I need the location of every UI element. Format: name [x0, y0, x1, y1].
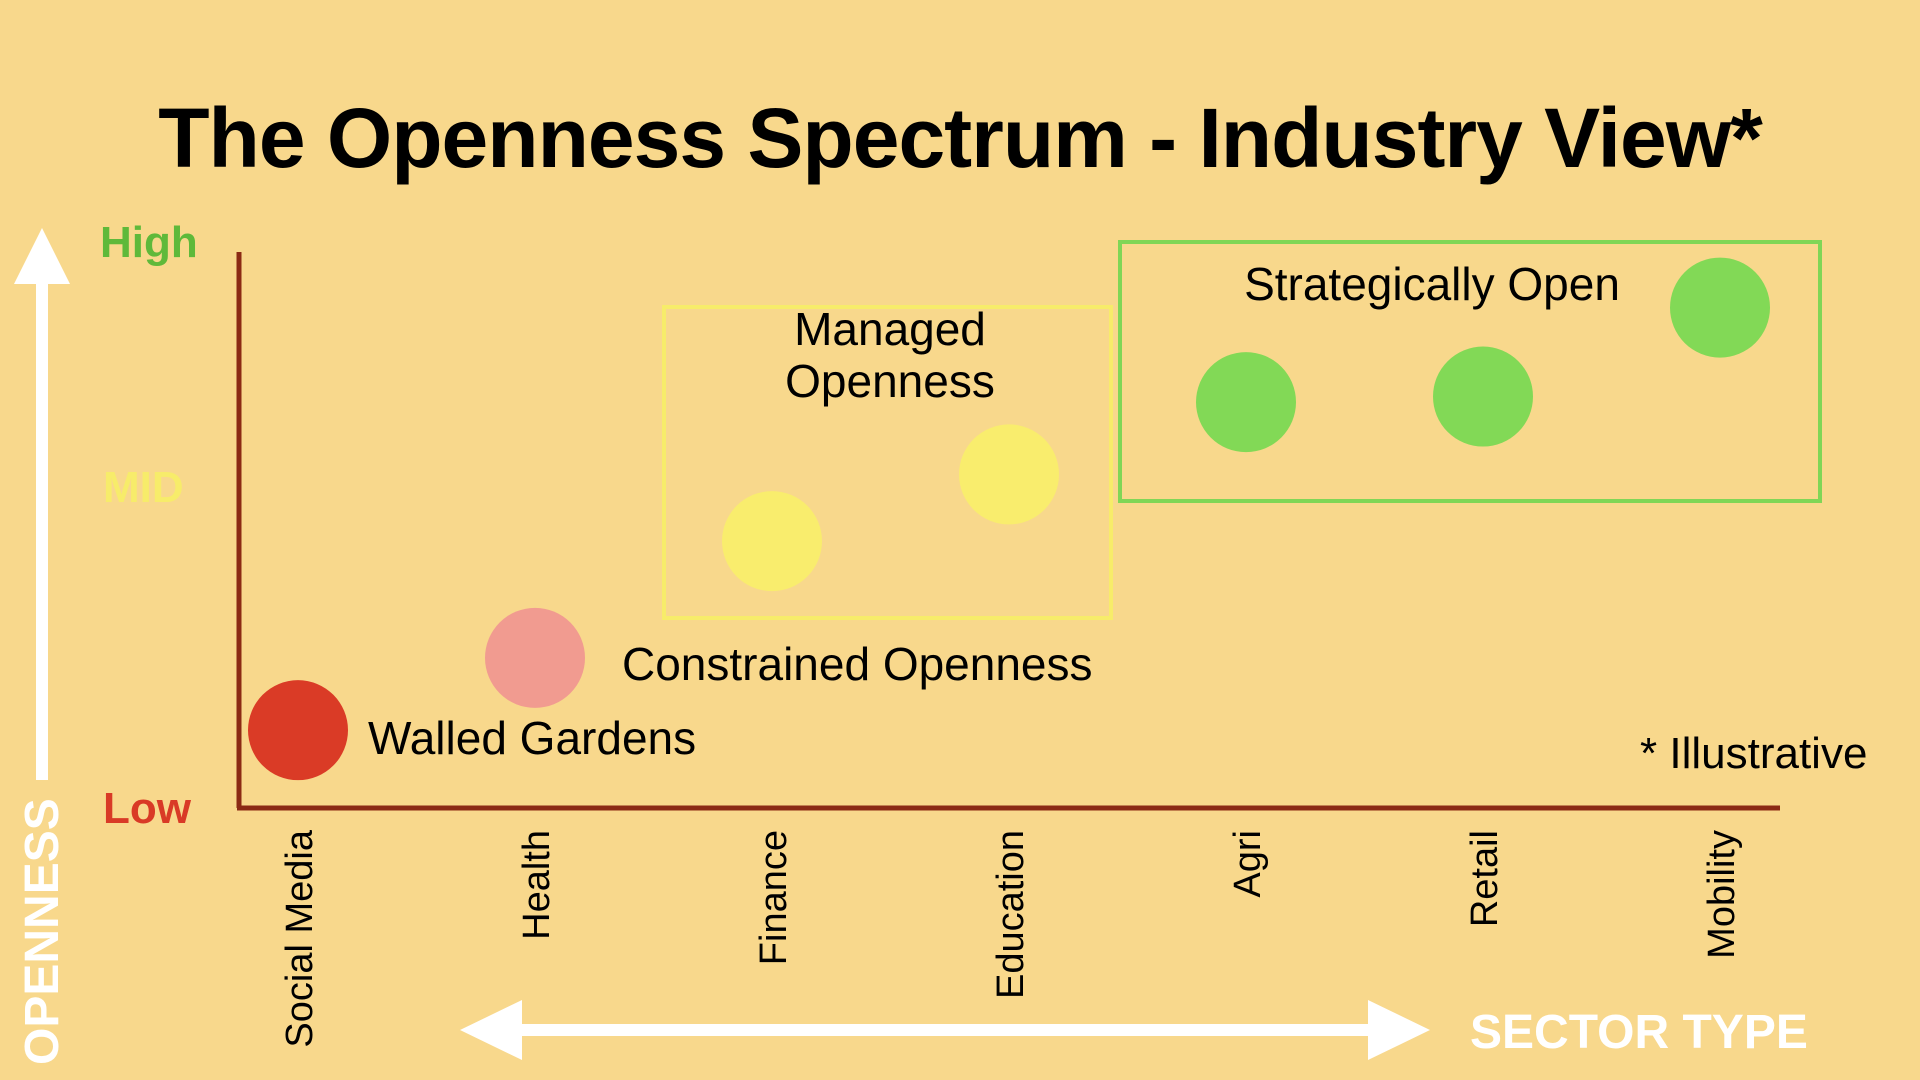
chart-title: The Openness Spectrum - Industry View* — [158, 91, 1763, 185]
strategically-open-zone — [1118, 240, 1822, 503]
x-tick-label-health: Health — [516, 830, 558, 940]
data-points — [248, 257, 1770, 781]
data-point-social-media — [248, 680, 348, 781]
x-tick-label-retail: Retail — [1464, 830, 1506, 927]
y-axis-title: OPENNESS — [16, 798, 69, 1065]
data-point-retail — [1433, 346, 1533, 447]
x-tick-label-finance: Finance — [753, 830, 795, 965]
sector-type-arrow — [460, 1000, 1430, 1060]
x-tick-labels: Social Media Health Finance Education Agri Re… — [279, 829, 1743, 1047]
x-tick-label-agri: Agri — [1227, 830, 1269, 898]
data-point-health — [485, 607, 585, 708]
managed-openness-zone — [662, 305, 1113, 620]
data-point-finance — [722, 491, 822, 592]
level-label-mid: MID — [103, 463, 184, 512]
level-label-high: High — [100, 218, 198, 267]
x-tick-label-education: Education — [990, 830, 1032, 999]
managed-openness-label-line1: Managed — [794, 303, 986, 355]
x-axis-title: SECTOR TYPE — [1470, 1006, 1808, 1059]
managed-openness-label-line2: Openness — [785, 355, 995, 407]
x-tick-label-mobility: Mobility — [1701, 830, 1743, 959]
openness-arrow — [14, 228, 70, 780]
level-label-low: Low — [103, 784, 192, 833]
constrained-openness-label: Constrained Openness — [622, 638, 1093, 690]
data-point-agri — [1196, 352, 1296, 453]
x-tick-label-social-media: Social Media — [279, 829, 321, 1047]
data-point-education — [959, 424, 1059, 525]
illustrative-note: * Illustrative — [1640, 729, 1867, 778]
strategically-open-label: Strategically Open — [1244, 258, 1620, 310]
data-point-mobility — [1670, 257, 1770, 358]
walled-gardens-label: Walled Gardens — [368, 712, 696, 764]
